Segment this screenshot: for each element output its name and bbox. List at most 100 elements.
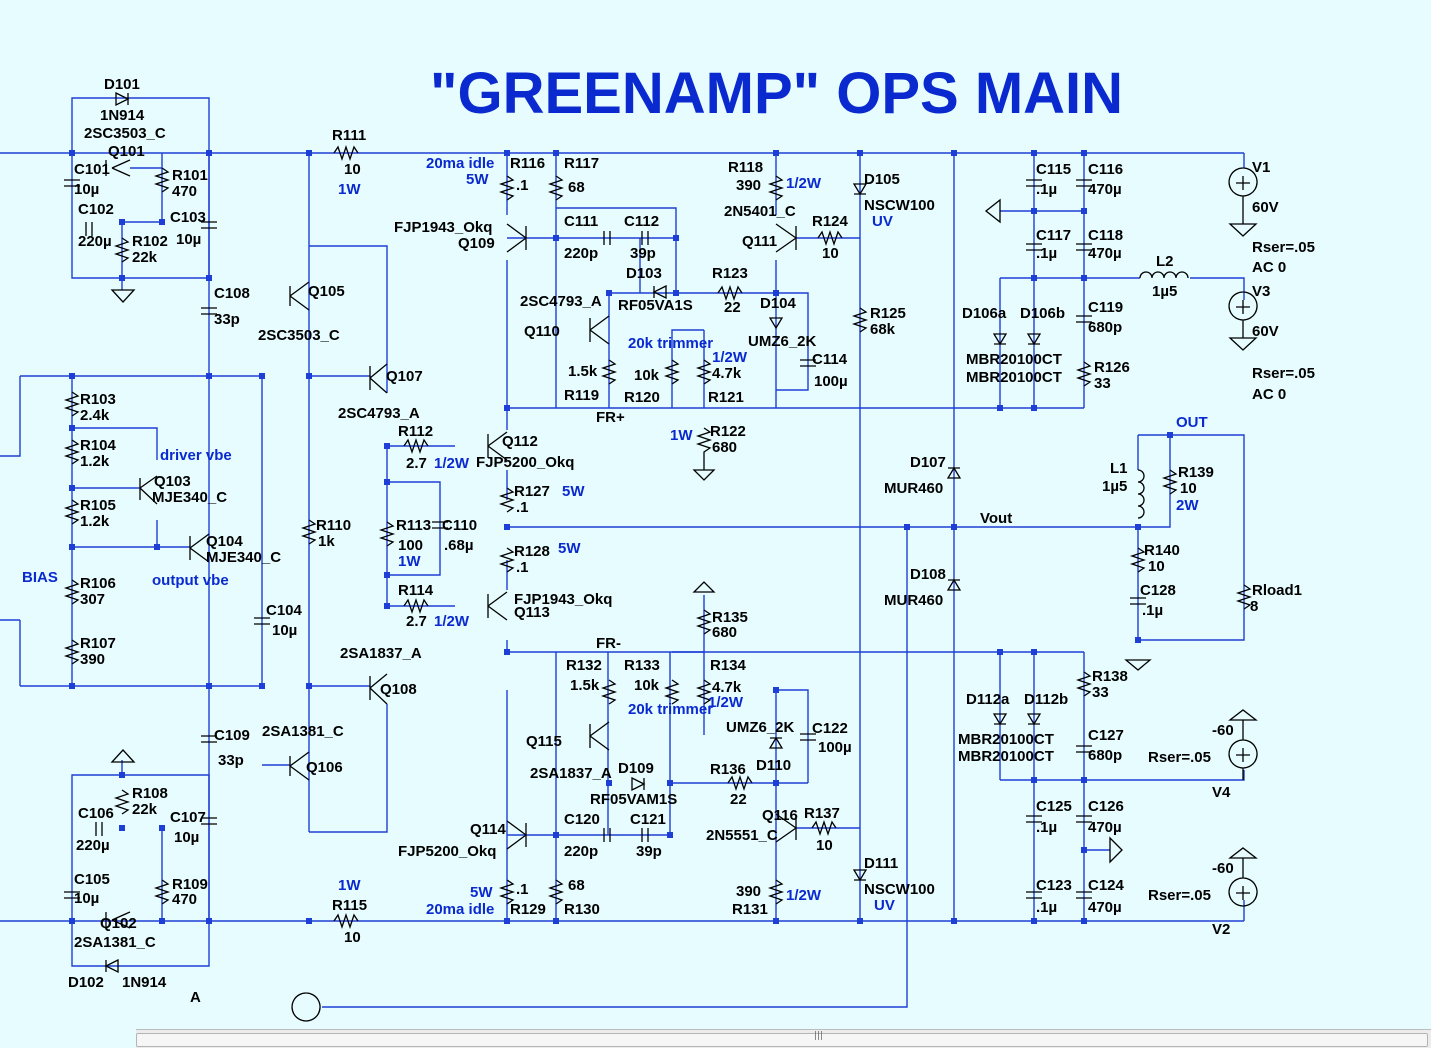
component-label: 470 <box>172 891 197 908</box>
component-label: D111 <box>864 855 898 872</box>
component-label: 8 <box>1250 598 1258 615</box>
component-label: D105 <box>864 171 900 188</box>
ground-7 <box>1109 836 1123 864</box>
component-label: output vbe <box>152 572 229 589</box>
scrollbar-thumb[interactable] <box>136 1033 1428 1047</box>
component-label: R131 <box>732 901 768 918</box>
capacitor-c102 <box>85 222 93 236</box>
component-label: 60V <box>1252 199 1279 216</box>
component-label: NSCW100 <box>864 881 935 898</box>
component-label: 5W <box>558 540 581 557</box>
component-label: 22 <box>724 299 741 316</box>
component-label: 10 <box>816 837 833 854</box>
component-label: D112b <box>1024 691 1068 708</box>
component-label: 2SA1381_C <box>74 934 156 951</box>
component-label: 1N914 <box>122 974 167 991</box>
transistor-q101 <box>105 159 131 177</box>
resistor-r104 <box>63 439 81 465</box>
component-label: 60V <box>1252 323 1279 340</box>
component-label: R121 <box>708 389 744 406</box>
resistor-r138 <box>1075 671 1093 697</box>
capacitor-c125 <box>1026 815 1042 823</box>
component-label: Rser=.05 <box>1148 749 1211 766</box>
component-label: Q110 <box>524 323 560 340</box>
resistor-r109 <box>153 879 171 905</box>
resistor-r128 <box>498 547 516 573</box>
component-label: UMZ6_2K <box>748 333 817 350</box>
diode-d103 <box>652 284 667 300</box>
component-label: 1/2W <box>434 613 470 630</box>
component-label: D108 <box>910 566 946 583</box>
component-label: R120 <box>624 389 660 406</box>
component-label: R108 <box>132 785 168 802</box>
component-label: .1µ <box>1036 899 1057 916</box>
horizontal-scrollbar[interactable]: ||| <box>136 1029 1431 1048</box>
resistor-r114 <box>403 597 429 615</box>
capacitor-c101 <box>64 179 80 187</box>
component-label: C112 <box>624 213 659 230</box>
component-label: V4 <box>1212 784 1231 801</box>
component-label: C109 <box>214 727 250 744</box>
component-label: D101 <box>104 76 140 93</box>
diode-d109 <box>631 776 646 792</box>
capacitor-c110 <box>432 521 448 529</box>
resistor-r136 <box>727 774 753 792</box>
component-label: R115 <box>332 897 367 914</box>
resistor-r108 <box>113 789 131 815</box>
component-label: Q109 <box>458 235 495 252</box>
component-label: .1 <box>516 559 529 576</box>
component-label: Q102 <box>100 915 137 932</box>
resistor-r137 <box>811 819 837 837</box>
component-label: R123 <box>712 265 748 282</box>
capacitor-c115 <box>1026 179 1042 187</box>
resistor-r110 <box>300 519 318 545</box>
component-label: Q106 <box>306 759 343 776</box>
component-label: 10µ <box>174 829 199 846</box>
component-label: C120 <box>564 811 600 828</box>
component-label: FJP1943_Okq <box>394 219 492 236</box>
source-v2 <box>1228 858 1258 907</box>
resistor-r117 <box>547 175 565 201</box>
component-label: UV <box>872 213 893 230</box>
component-label: RF05VA1S <box>618 297 693 314</box>
component-label: Rser=.05 <box>1252 365 1315 382</box>
component-label: Q114 <box>470 821 507 838</box>
component-label: UMZ6_2K <box>726 719 795 736</box>
component-label: Q113 <box>514 604 550 621</box>
component-label: 1N914 <box>100 107 145 124</box>
diode-d106a <box>992 333 1008 346</box>
component-label: C124 <box>1088 877 1125 894</box>
component-label: 5W <box>466 171 489 188</box>
component-label: R136 <box>710 761 746 778</box>
component-label: 390 <box>736 883 761 900</box>
resistor-r106 <box>63 579 81 605</box>
component-label: V3 <box>1252 283 1270 300</box>
component-label: R116 <box>510 155 545 172</box>
component-label: AC 0 <box>1252 259 1286 276</box>
capacitor-c104 <box>254 617 270 625</box>
component-symbols <box>63 91 1258 1022</box>
component-label: D107 <box>910 454 946 471</box>
component-label: 5W <box>470 884 493 901</box>
source-v1 <box>1228 167 1258 224</box>
ground-8 <box>1228 709 1258 721</box>
component-label: 100µ <box>814 373 848 390</box>
component-label: 100µ <box>818 739 852 756</box>
component-label: 390 <box>80 651 105 668</box>
source-a <box>291 992 321 1022</box>
component-label: R112 <box>398 423 433 440</box>
component-label: R134 <box>710 657 747 674</box>
component-label: R117 <box>564 155 599 172</box>
component-label: C123 <box>1036 877 1072 894</box>
component-label: 680p <box>1088 747 1122 764</box>
component-label: .68µ <box>444 537 474 554</box>
component-label: 1W <box>670 427 693 444</box>
component-label: 2SA1381_C <box>262 723 344 740</box>
transistor-q107 <box>369 363 388 394</box>
component-label: 22k <box>132 801 158 818</box>
capacitor-c109 <box>201 735 217 743</box>
component-label: 10 <box>344 929 361 946</box>
component-label: D103 <box>626 265 662 282</box>
diode-d111 <box>852 869 868 882</box>
component-label: Q111 <box>742 233 777 250</box>
